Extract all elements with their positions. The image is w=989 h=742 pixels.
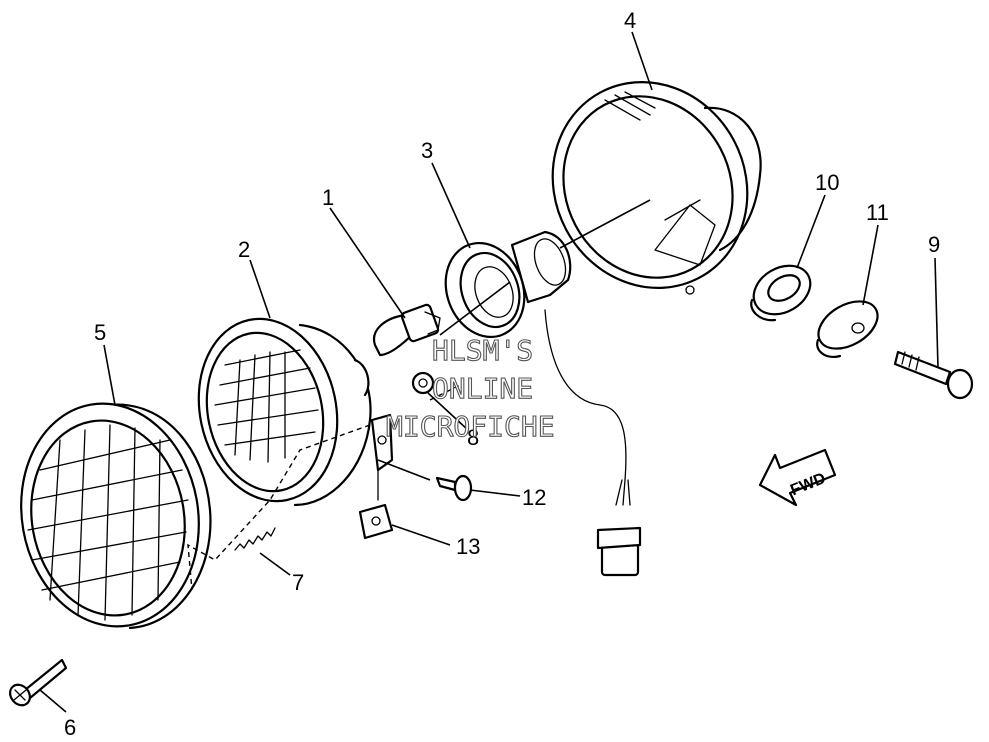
callout-8: 8 <box>467 425 479 450</box>
alignment-line-lower <box>187 424 371 591</box>
part-4-headlight-housing <box>551 81 762 295</box>
watermark-line-3: MICROFICHE <box>386 410 555 443</box>
callout-3: 3 <box>421 138 433 163</box>
watermark: HLSM'S ONLINE MICROFICHE <box>385 333 555 443</box>
part-8-nut <box>411 371 435 395</box>
part-11-cap <box>816 300 879 358</box>
part-10-grommet <box>750 264 812 322</box>
callout-5: 5 <box>94 320 106 345</box>
part-13-clip <box>358 469 394 540</box>
callout-4: 4 <box>624 8 636 33</box>
part-1-bulb <box>372 303 441 357</box>
alignment-line-upper <box>429 384 461 401</box>
callout-11: 11 <box>866 200 889 225</box>
callout-1: 1 <box>322 185 334 210</box>
callout-12: 12 <box>522 485 546 510</box>
part-3-bulb-socket <box>444 230 572 339</box>
part-12-screw <box>435 474 473 502</box>
callout-2: 2 <box>238 237 250 262</box>
wire-harness <box>544 309 642 577</box>
callout-9: 9 <box>928 232 940 257</box>
part-5-grille-guard <box>20 402 212 630</box>
leader-lines <box>39 31 939 713</box>
part-2-headlight-lens <box>197 317 394 507</box>
part-7-spring <box>234 527 276 551</box>
callout-6: 6 <box>64 715 76 740</box>
fwd-direction-arrow: FWD <box>758 448 837 507</box>
watermark-line-1: HLSM'S <box>432 334 533 367</box>
part-6-screw <box>9 658 68 707</box>
watermark-line-2: ONLINE <box>432 372 533 405</box>
callout-13: 13 <box>456 534 480 559</box>
part-9-bolt <box>893 350 974 400</box>
callout-10: 10 <box>815 170 839 195</box>
callout-7: 7 <box>292 570 304 595</box>
